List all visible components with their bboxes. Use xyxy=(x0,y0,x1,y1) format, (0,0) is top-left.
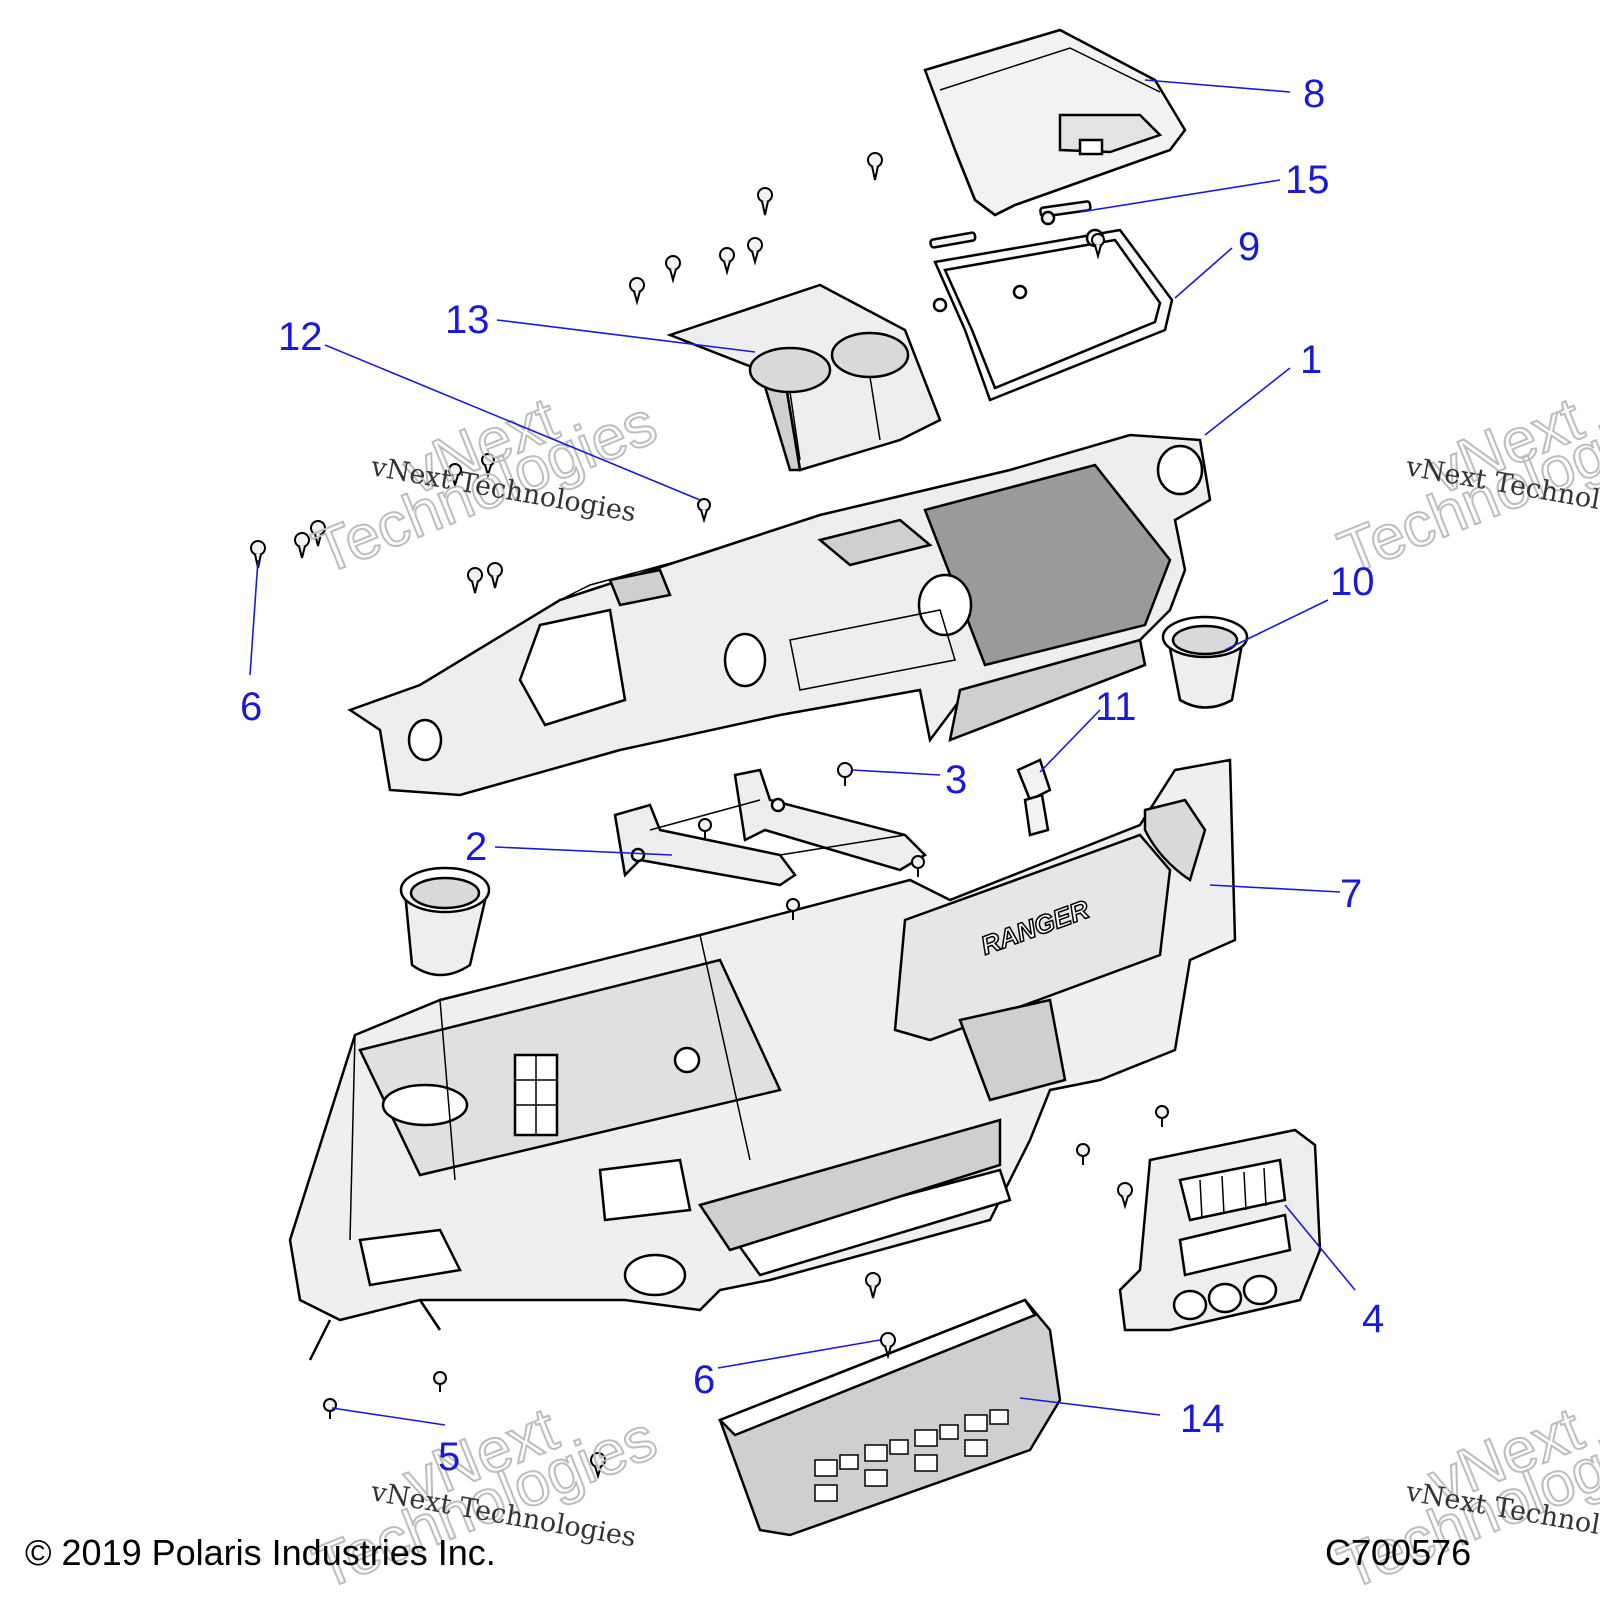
leader-line-1 xyxy=(1204,367,1291,436)
leader-line-11 xyxy=(1039,709,1101,773)
leader-line-13 xyxy=(496,319,756,353)
screw-icon xyxy=(433,1371,447,1392)
callouts: 8 15 9 13 12 1 10 6 11 3 2 7 4 6 14 5 xyxy=(240,72,1384,1479)
part-9-seal-frame xyxy=(932,228,1174,402)
leader-line-4 xyxy=(1284,1204,1356,1291)
screw-icon xyxy=(697,498,711,524)
diagram-code: C700576 xyxy=(1325,1532,1472,1573)
part-7-lower-dash xyxy=(288,758,1237,1361)
callout-8: 8 xyxy=(1303,72,1325,116)
callout-6a: 6 xyxy=(240,685,262,729)
callout-3: 3 xyxy=(945,758,967,802)
screw-icon xyxy=(719,247,735,276)
leader-line-15 xyxy=(1079,179,1281,213)
screw-icon xyxy=(1076,1143,1090,1165)
leader-line-6b xyxy=(717,1339,881,1369)
callout-9: 9 xyxy=(1238,225,1260,269)
leader-line-14 xyxy=(1019,1397,1161,1416)
screw-icon xyxy=(1155,1105,1169,1127)
leader-line-10 xyxy=(1224,599,1329,651)
leader-line-12 xyxy=(324,344,701,501)
callout-13: 13 xyxy=(445,298,490,342)
leader-line-5 xyxy=(331,1407,446,1426)
leader-line-3 xyxy=(851,769,941,776)
screw-icon xyxy=(865,1272,881,1299)
screw-icon xyxy=(911,855,925,877)
screw-icon xyxy=(294,532,310,559)
callout-4: 4 xyxy=(1362,1297,1384,1341)
screw-icon xyxy=(1117,1182,1133,1210)
callout-15: 15 xyxy=(1285,158,1330,202)
screw-icon xyxy=(747,237,763,266)
part-10-cup-insert xyxy=(1161,615,1249,709)
leader-lines xyxy=(249,79,1356,1426)
screw-icon xyxy=(467,567,483,594)
callout-14: 14 xyxy=(1180,1397,1225,1441)
callout-12: 12 xyxy=(278,315,323,359)
callout-7: 7 xyxy=(1340,872,1362,916)
leader-line-9 xyxy=(1174,247,1233,299)
screw-icon xyxy=(590,1452,606,1480)
screw-icon xyxy=(757,187,773,216)
callout-2: 2 xyxy=(465,825,487,869)
copyright-text: © 2019 Polaris Industries Inc. xyxy=(25,1532,496,1573)
screw-icon xyxy=(310,520,326,547)
part-8-glovebox-lid xyxy=(923,28,1187,217)
part-4-switch-bezel xyxy=(1118,1128,1322,1332)
screw-icon xyxy=(698,818,712,840)
part-2-support-bracket xyxy=(613,768,928,887)
part-11-connector xyxy=(1016,758,1052,837)
leader-line-2 xyxy=(494,846,673,856)
part-1-upper-dash xyxy=(347,433,1212,797)
part-14-lower-grille xyxy=(717,1298,1062,1537)
screw-icon xyxy=(880,1332,896,1360)
screw-icon xyxy=(1091,233,1105,260)
callout-6b: 6 xyxy=(693,1358,715,1402)
part-13-cup-holder-console xyxy=(666,283,942,472)
leader-line-8 xyxy=(1144,79,1291,93)
callout-5: 5 xyxy=(438,1435,460,1479)
screw-icon xyxy=(786,898,800,920)
screw-icon xyxy=(487,562,503,589)
callout-10: 10 xyxy=(1330,560,1375,604)
screw-icon xyxy=(448,463,462,489)
part-15-pin xyxy=(929,200,1092,249)
screw-icon xyxy=(481,453,495,479)
callout-11: 11 xyxy=(1095,685,1137,729)
fasteners xyxy=(250,152,1169,1480)
screw-icon xyxy=(665,255,681,284)
screw-icon xyxy=(629,277,645,306)
callout-1: 1 xyxy=(1300,338,1322,382)
leader-line-6a xyxy=(249,559,259,676)
cup-insert-left xyxy=(399,866,491,977)
screw-icon xyxy=(867,152,883,181)
leader-line-7 xyxy=(1209,884,1341,893)
screw-icon xyxy=(837,762,853,786)
